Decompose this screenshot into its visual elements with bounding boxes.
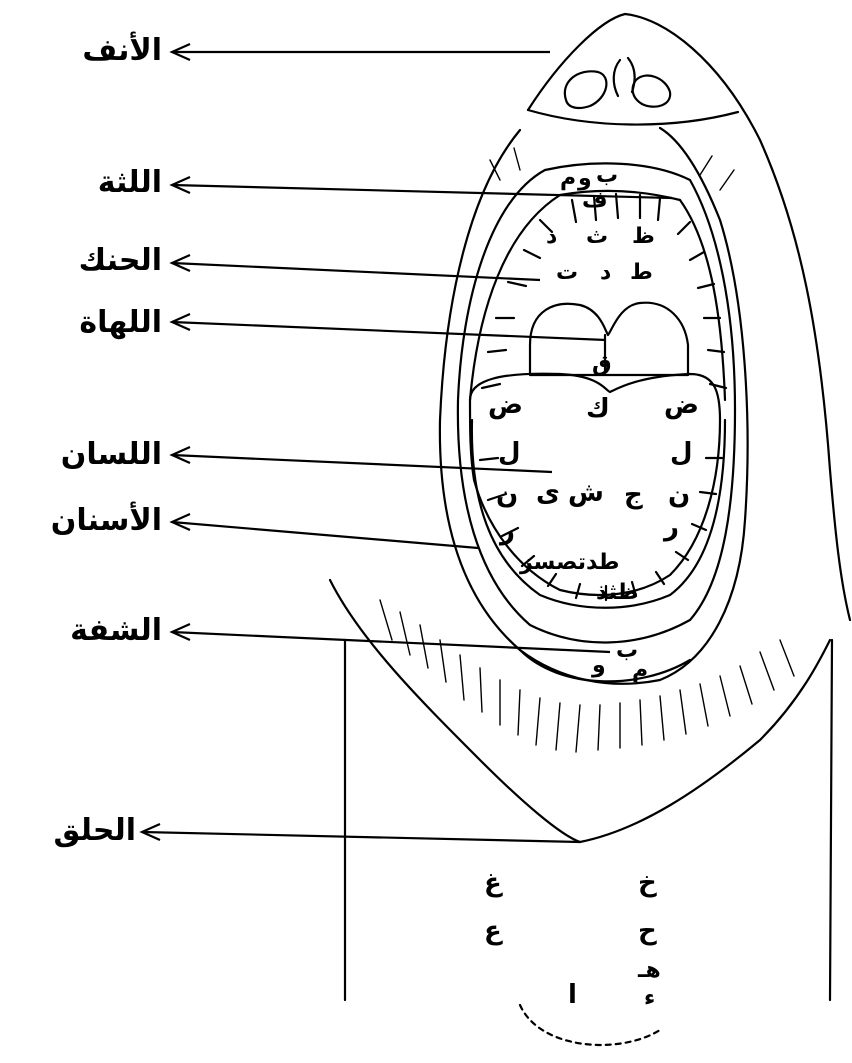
letter-ya: ى xyxy=(536,480,560,506)
letter-heh: هـ xyxy=(638,960,661,982)
label-tongue: اللسان xyxy=(61,440,162,470)
letter-jim: ج xyxy=(624,482,643,508)
label-lip: الشفة xyxy=(70,616,162,646)
letter-lam-left: ل xyxy=(498,440,521,466)
letter-qaf: ق xyxy=(592,354,612,376)
letter-upper-lip-w: و xyxy=(578,168,592,190)
arrow-teeth xyxy=(172,522,478,548)
letter-palate-th: ث xyxy=(586,226,608,248)
letter-palate-d: د xyxy=(600,262,611,284)
letter-kha: خ xyxy=(638,870,657,896)
neck-right xyxy=(830,640,832,1000)
letter-upper-lip-b: ب xyxy=(596,165,618,187)
letter-lam-right: ل xyxy=(670,440,693,466)
letter-alif: ا xyxy=(568,982,577,1008)
letter-palate-zz: ظ xyxy=(632,226,655,248)
letter-lower-lip-m: م xyxy=(632,660,648,682)
label-throat: الحلق xyxy=(54,816,136,846)
letter-kaf: ك xyxy=(586,396,610,422)
label-gums: اللثة xyxy=(98,168,162,198)
letter-palate-t2: ت xyxy=(556,262,578,284)
arrow-throat xyxy=(142,832,580,842)
label-palate: الحنك xyxy=(79,246,162,276)
letter-f: ف xyxy=(582,190,608,212)
letter-dad-left: ض xyxy=(488,392,523,418)
letter-ghain: غ xyxy=(484,870,502,896)
letter-ra-left: ر xyxy=(500,518,515,544)
letter-shin: ش xyxy=(568,480,604,506)
letter-palate-t1: ط xyxy=(630,262,653,284)
throat-curve xyxy=(520,1005,660,1045)
letter-nun-right: ن xyxy=(668,482,690,508)
letter-palate-dh: ذ xyxy=(546,226,557,248)
arrow-uvula xyxy=(172,322,606,340)
face-outline xyxy=(528,14,850,620)
letter-ain: ع xyxy=(484,918,502,944)
letter-tongue-tip-row: طدتصسز xyxy=(520,552,619,574)
letter-ha: ح xyxy=(638,918,657,944)
letter-nun-left: ن xyxy=(496,482,518,508)
letter-dad-right: ض xyxy=(664,392,699,418)
label-uvula: اللهاة xyxy=(79,308,162,338)
letter-ra-right: ر xyxy=(664,514,679,540)
arrow-palate xyxy=(172,263,540,280)
letter-lower-lip-w: و xyxy=(592,655,606,677)
letter-lower-teeth-row: ظثذ xyxy=(596,582,638,604)
letter-hamza: ء xyxy=(644,988,655,1010)
nostril-right xyxy=(633,76,671,107)
nostril-left xyxy=(565,71,607,108)
label-nose: الأنف xyxy=(82,36,162,66)
label-teeth: الأسنان xyxy=(51,506,162,536)
nose-band xyxy=(528,110,738,125)
letter-upper-lip-m: م xyxy=(560,168,576,190)
